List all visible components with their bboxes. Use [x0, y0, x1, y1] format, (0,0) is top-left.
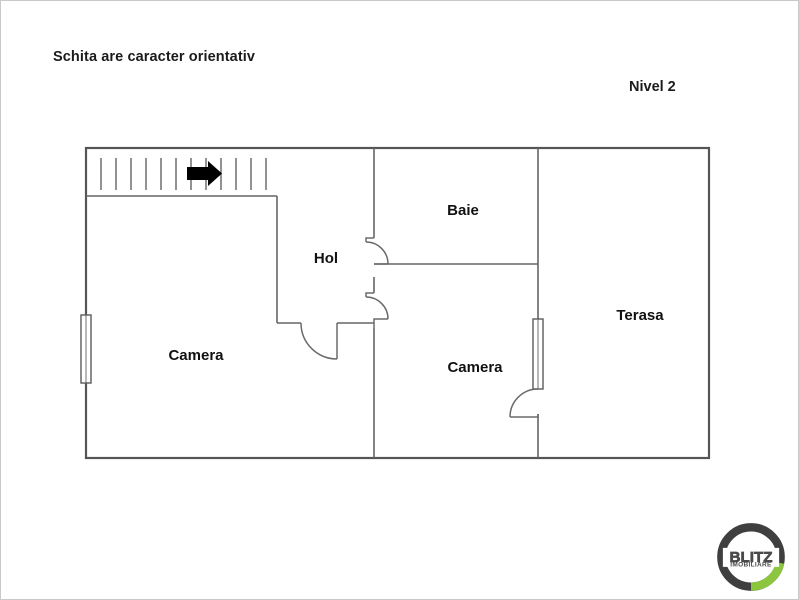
door-camera-to-terasa [509, 388, 539, 418]
window-camera-terasa [532, 318, 544, 390]
room-label-camera-left: Camera [168, 347, 224, 364]
stair-treads [100, 158, 267, 190]
level-label: Nivel 2 [629, 79, 676, 95]
doors [300, 237, 539, 418]
room-labels: Camera Hol Baie Camera Terasa [168, 202, 664, 376]
stair-direction-arrow-icon [187, 161, 222, 186]
logo-ring [717, 523, 785, 591]
room-label-hol: Hol [314, 250, 338, 267]
door-hol-to-baie [365, 237, 389, 265]
room-label-terasa: Terasa [616, 307, 664, 324]
door-hol-to-camera [365, 292, 389, 328]
room-label-baie: Baie [447, 202, 479, 219]
plan-disclaimer-note: Schita are caracter orientativ [53, 49, 256, 65]
logo-brand-text: BLITZ [729, 549, 772, 566]
logo-wordmark-plate [722, 547, 780, 567]
outer-walls [84, 146, 711, 460]
staircase [100, 158, 267, 190]
room-label-camera-right: Camera [447, 359, 503, 376]
window-left-camera [80, 314, 92, 384]
blitz-imobiliare-logo: BLITZ IMOBILIARE [717, 523, 785, 591]
logo-subtitle-text: IMOBILIARE [730, 561, 772, 568]
interior-walls [86, 148, 539, 458]
building-outline [84, 146, 711, 460]
door-hol-to-camera-left [300, 322, 338, 360]
windows [80, 314, 544, 390]
